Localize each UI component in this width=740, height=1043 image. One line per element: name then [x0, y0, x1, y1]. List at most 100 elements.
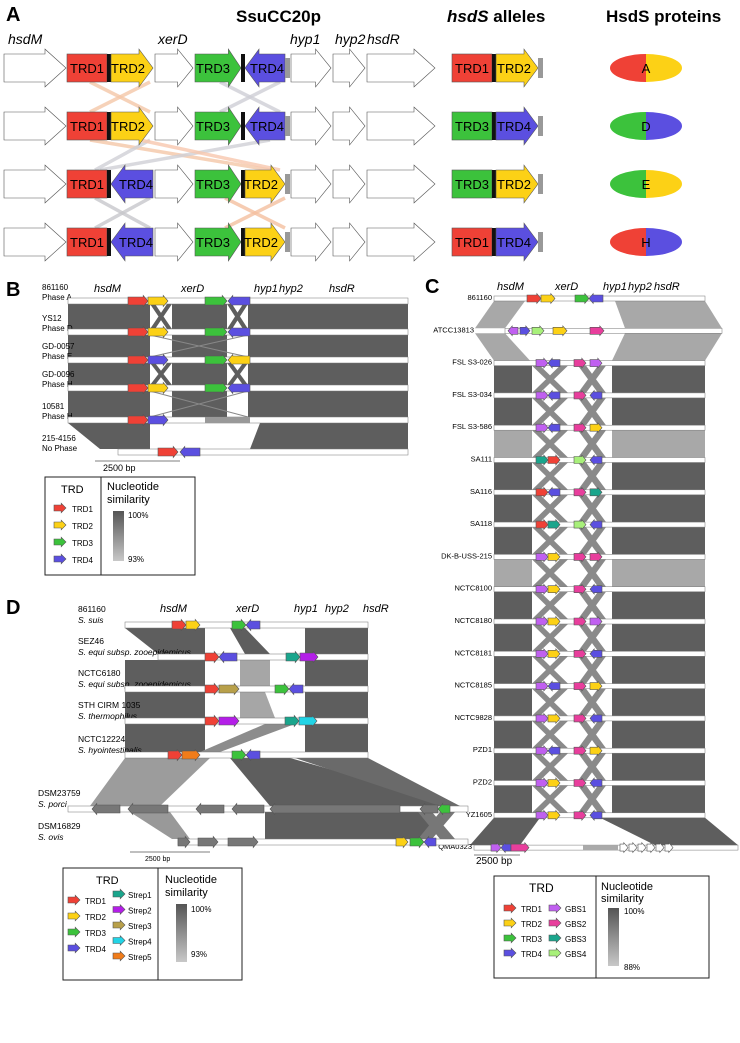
- gene-label-xerD: xerD: [157, 31, 188, 47]
- trd-label: TRD1: [70, 61, 104, 76]
- strain-name: 215-4156: [42, 434, 76, 443]
- species-name: S. equi subsp. zooepidemicus: [78, 679, 192, 689]
- trd-arrow: [573, 486, 587, 499]
- similarity-band: [125, 660, 205, 686]
- crossover-line: [219, 80, 281, 114]
- trd-label: TRD2: [111, 61, 145, 76]
- xerd-arrow: [154, 164, 194, 204]
- trd-arrow: [573, 551, 587, 563]
- allele-separator: [492, 228, 496, 256]
- gene-label-xerD: xerD: [180, 283, 204, 295]
- panel-c-track-6: SA111: [471, 454, 706, 466]
- similarity-band: [494, 397, 532, 426]
- protein-right-half: [646, 228, 682, 256]
- panel-c-track-18: QMA0323: [438, 841, 739, 854]
- trd-arrow: [547, 777, 561, 789]
- legend-arrow-GBS4: [548, 947, 562, 959]
- inversion-band: [578, 785, 606, 813]
- trd-arrow: [535, 583, 549, 595]
- hsdm-arrow: [3, 222, 67, 262]
- crossover-line: [94, 138, 151, 172]
- trd-arrow: [573, 744, 587, 757]
- panel-c-track-11: NCTC8180: [454, 615, 706, 628]
- hsdr-arrow: [366, 48, 436, 88]
- panel-a-header-locus: SsuCC20p: [236, 7, 321, 26]
- species-name: S. porci: [38, 799, 68, 809]
- allele-tail: [538, 174, 543, 194]
- trd-arrow-left2: [110, 106, 154, 146]
- hyp2-arrow: [332, 106, 366, 146]
- trd-arrow-right2: [244, 48, 286, 88]
- gene-tail: [285, 232, 290, 252]
- gene-arrow: [127, 802, 169, 816]
- trd-arrow: [589, 648, 603, 660]
- similarity-band: [494, 720, 532, 749]
- legend-sim-title: Nucleotide: [165, 874, 217, 886]
- trd-arrow: [589, 421, 603, 434]
- trd4-arrow: [179, 445, 201, 459]
- legend-max: 100%: [624, 907, 644, 916]
- trd-arrow-TRD4: [288, 682, 304, 696]
- gene-tail: [285, 116, 290, 136]
- panel-d-label: D: [6, 597, 20, 619]
- trd-arrow: [531, 325, 545, 337]
- legend-gradient: [113, 511, 124, 561]
- legend-item: TRD4: [521, 950, 542, 959]
- trd-arrow: [589, 583, 603, 595]
- trd-arrow-Strep1: [284, 714, 300, 728]
- inversion-band: [578, 527, 606, 555]
- similarity-band: [475, 301, 525, 329]
- inversion-band: [532, 494, 568, 523]
- similarity-band: [125, 692, 205, 718]
- allele-arrow: [495, 106, 539, 146]
- trd-label: TRD4: [250, 61, 284, 76]
- trd-arrow: [547, 357, 561, 369]
- hyp1-arrow: [290, 164, 332, 204]
- similarity-band: [305, 660, 368, 686]
- trd-arrow-left2: [110, 48, 154, 88]
- strain-phase: Phase D: [42, 324, 73, 333]
- species-name: S. hyointestinalis: [78, 745, 143, 755]
- trd-arrow: [589, 712, 603, 725]
- legend-arrow-TRD2: [503, 917, 517, 929]
- panel-c-track-4: FSL S3-034: [452, 389, 706, 402]
- allele-arrow: [495, 48, 539, 88]
- strain-name: ATCC13813: [433, 325, 474, 334]
- allele-tail: [538, 232, 543, 252]
- similarity-band: [470, 817, 540, 846]
- genome-track: [124, 717, 369, 725]
- species-name: S. thermophilus: [78, 711, 138, 721]
- inversion-band: [578, 624, 606, 652]
- legend-arrow-GBS2: [548, 917, 562, 929]
- allele-label: TRD1: [455, 61, 489, 76]
- trd-arrow: [547, 421, 561, 434]
- trd-arrow: [535, 744, 549, 757]
- similarity-band: [494, 462, 532, 490]
- trd-arrow: [547, 389, 561, 402]
- trd-arrow-right2: [244, 222, 286, 262]
- strain-name: GD-0057: [42, 342, 75, 351]
- gene-tail: [285, 174, 290, 194]
- inversion-band: [150, 304, 172, 329]
- trd-label: TRD2: [244, 235, 278, 250]
- similarity-band: [494, 494, 532, 523]
- trd-arrow: [589, 615, 603, 628]
- trd-arrow: [573, 648, 587, 660]
- trd-arrow: [535, 486, 549, 499]
- legend-item: TRD2: [72, 522, 93, 531]
- trd-arrow: [547, 680, 561, 692]
- gene-label-hyp2: hyp2: [335, 31, 366, 47]
- strain-name: FSL S3-034: [452, 390, 492, 399]
- gene-label-hsdR: hsdR: [329, 283, 355, 295]
- legend-arrow-TRD4: [53, 553, 67, 565]
- panel-c-track-3: FSL S3-026: [452, 357, 706, 369]
- gap: [150, 391, 172, 417]
- trd-arrow: [535, 777, 549, 789]
- legend-trd-title: TRD: [529, 881, 554, 895]
- trd-arrow: [547, 712, 561, 725]
- inversion-band: [578, 559, 606, 587]
